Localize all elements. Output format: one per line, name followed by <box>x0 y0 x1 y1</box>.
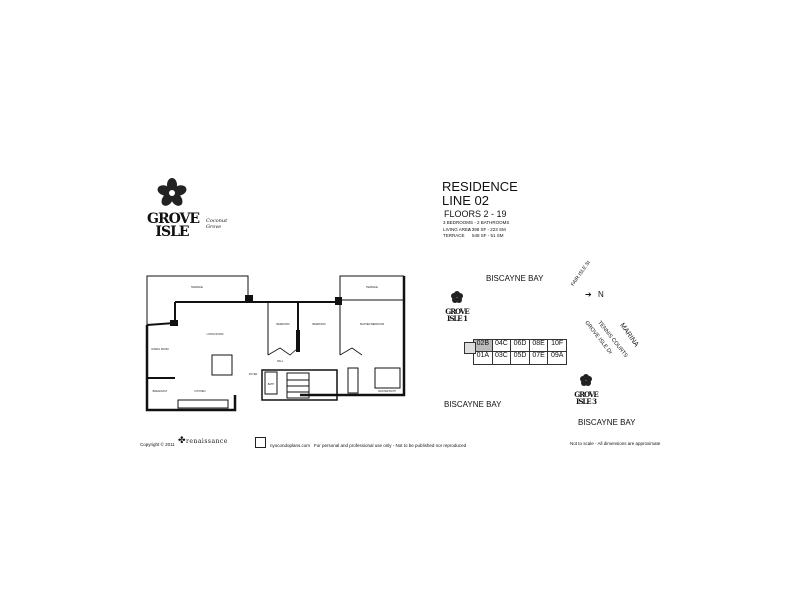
room-label: TERRACE <box>191 286 203 289</box>
room-label: FOYER <box>249 373 258 376</box>
residence-title: RESIDENCE <box>442 179 518 194</box>
tower-3-logo: GROVE ISLE 3 <box>573 373 599 405</box>
floor-plan: TERRACE LIVING ROOM DINING ROOM KITCHEN … <box>145 275 406 412</box>
room-label: BEDROOM <box>313 323 326 326</box>
building-icon <box>255 437 266 448</box>
tower-1-number: 1 <box>463 314 468 323</box>
room-label: MASTER BATH <box>378 390 396 393</box>
room-label: LIVING ROOM <box>207 333 224 336</box>
developer-logo: ✤renaissance <box>178 436 228 446</box>
copyright: Copyright © 2011 <box>140 442 175 447</box>
floors-label: FLOORS 2 - 19 <box>444 209 507 219</box>
terrace-value: 548 SF - 51 SM <box>472 233 504 238</box>
unit: 10F <box>551 340 564 347</box>
north-label: N <box>597 290 604 299</box>
room-label: BREAKFAST <box>153 390 168 393</box>
butterfly-icon: ✤ <box>178 436 187 446</box>
scale-note: Not to scale - All dimensions are approx… <box>570 441 661 446</box>
key-plan: 02B 04C 06D 08E 10F 01A 03C 05D 07E 09A <box>464 339 567 365</box>
unit: 01A <box>474 352 493 364</box>
room-label: HALL <box>277 360 284 363</box>
marina-label: MARINA <box>618 322 640 349</box>
tower-1-logo: GROVE ISLE 1 <box>444 290 470 322</box>
unit: 03C <box>493 352 512 364</box>
tower-3-number: 3 <box>592 397 597 406</box>
unit-highlighted: 02B <box>474 340 493 351</box>
website: nyocondoplans.com <box>270 443 311 448</box>
living-area-label: LIVING AREA <box>443 227 472 232</box>
flower-icon <box>451 291 463 303</box>
room-label: BEDROOM <box>277 323 290 326</box>
street-label: FAIR ISLE St <box>570 259 592 288</box>
flower-icon <box>580 374 592 386</box>
north-arrow: ➔ N <box>585 290 604 299</box>
unit: 06D <box>511 340 530 351</box>
bay-label-left: BISCAYNE BAY <box>444 400 502 409</box>
bay-label-right: BISCAYNE BAY <box>578 418 636 427</box>
logo-script: Coconut Grove <box>206 218 228 230</box>
arrow-right-icon: ➔ <box>585 290 592 299</box>
line-title: LINE 02 <box>442 193 489 208</box>
logo-text-grove: GROVE <box>147 211 200 227</box>
room-label: KITCHEN <box>195 390 206 393</box>
unit: 05D <box>511 352 530 364</box>
developer-name: renaissance <box>186 438 228 445</box>
room-label: TERRACE <box>366 286 378 289</box>
grove-isle-logo: GROVE ISLE <box>147 178 200 240</box>
living-area-value: 2 398 SF - 223 SM <box>468 227 506 232</box>
unit: 04C <box>493 340 512 351</box>
unit: 08E <box>530 340 549 351</box>
terrace-label: TERRACE <box>443 233 465 238</box>
bay-label-top: BISCAYNE BAY <box>486 274 544 283</box>
unit: 09A <box>550 352 564 359</box>
disclaimer: For personal and professional use only -… <box>314 443 467 448</box>
room-label: BATH <box>268 383 275 386</box>
unit: 07E <box>530 352 549 364</box>
room-label: DINING ROOM <box>151 348 168 351</box>
room-label: MASTER BEDROOM <box>360 323 384 326</box>
beds-baths: 3 BEDROOMS - 2 BATHROOMS <box>443 220 510 225</box>
logo-text-isle: ISLE <box>155 224 189 240</box>
flower-icon <box>157 178 187 206</box>
